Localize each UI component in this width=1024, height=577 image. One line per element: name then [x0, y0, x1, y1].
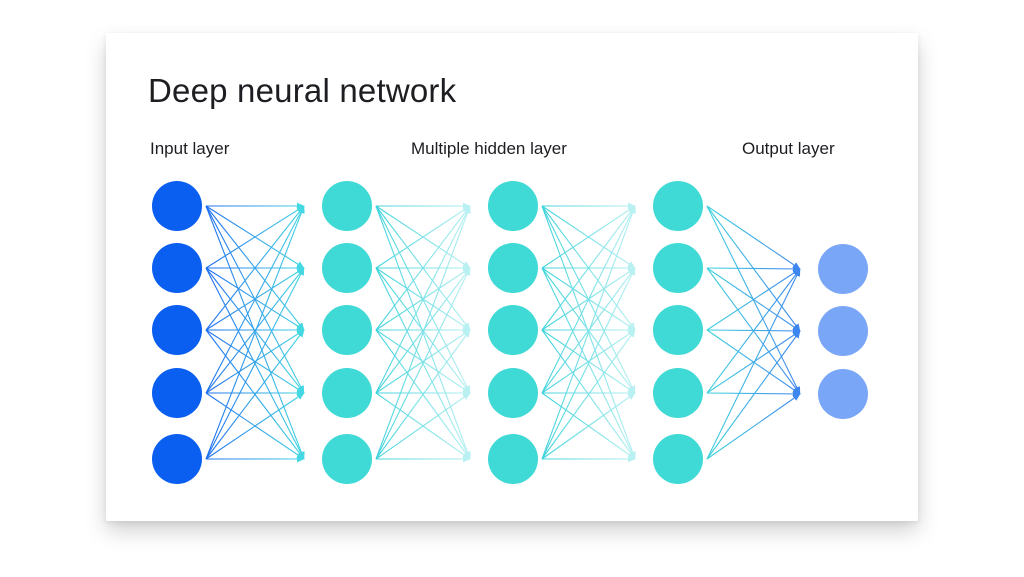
- connection-input-3-to-hidden-1-0: [205, 205, 305, 394]
- connection-hidden-1-2-to-hidden-2-0: [375, 205, 471, 331]
- input-node-1: [152, 181, 202, 231]
- hidden-1-node-4: [322, 368, 372, 418]
- connection-hidden-3-3-to-output-1: [706, 330, 801, 394]
- output-node-3: [818, 369, 868, 419]
- input-node-2: [152, 243, 202, 293]
- hidden-layer-label: Multiple hidden layer: [411, 139, 567, 158]
- hidden-2-node-3: [488, 305, 538, 355]
- output-node-1: [818, 244, 868, 294]
- connection-hidden-1-1-to-hidden-2-0: [375, 205, 471, 269]
- neurons: [152, 181, 868, 484]
- connection-input-4-to-hidden-1-3: [205, 392, 305, 460]
- hidden-2-node-4: [488, 368, 538, 418]
- hidden-1-node-3: [322, 305, 372, 355]
- connection-input-2-to-hidden-1-0: [205, 205, 305, 331]
- connection-input-4-to-hidden-1-2: [205, 329, 305, 460]
- connection-hidden-2-3-to-hidden-3-1: [541, 267, 636, 394]
- connections: [205, 202, 801, 463]
- connection-hidden-2-2-to-hidden-3-0: [541, 205, 636, 331]
- hidden-1-node-5: [322, 434, 372, 484]
- connection-hidden-1-3-to-hidden-2-2: [375, 329, 471, 394]
- input-node-3: [152, 305, 202, 355]
- hidden-3-node-3: [653, 305, 703, 355]
- connection-input-3-to-hidden-1-2: [205, 329, 305, 394]
- connection-input-4-to-hidden-1-1: [205, 267, 305, 460]
- connection-hidden-3-4-to-output-1: [706, 330, 801, 460]
- connection-hidden-1-3-to-hidden-2-0: [375, 205, 471, 394]
- hidden-3-node-5: [653, 434, 703, 484]
- connection-hidden-3-1-to-output-0: [706, 265, 801, 273]
- connection-hidden-1-4-to-hidden-2-1: [375, 267, 471, 460]
- hidden-1-node-1: [322, 181, 372, 231]
- connection-hidden-1-4-to-hidden-2-0: [375, 205, 471, 460]
- output-node-2: [818, 306, 868, 356]
- connection-hidden-3-4-to-output-0: [706, 268, 801, 460]
- hidden-2-node-2: [488, 243, 538, 293]
- connection-hidden-2-4-to-hidden-3-1: [541, 267, 636, 460]
- connection-input-3-to-hidden-1-1: [205, 267, 305, 394]
- hidden-3-node-1: [653, 181, 703, 231]
- connection-hidden-2-1-to-hidden-3-0: [541, 205, 636, 269]
- input-node-5: [152, 434, 202, 484]
- hidden-2-node-5: [488, 434, 538, 484]
- connection-hidden-3-2-to-output-0: [706, 268, 801, 331]
- output-layer-label: Output layer: [742, 139, 835, 158]
- connection-hidden-2-3-to-hidden-3-0: [541, 205, 636, 394]
- connection-hidden-2-4-to-hidden-3-2: [541, 329, 636, 460]
- hidden-3-node-4: [653, 368, 703, 418]
- connection-hidden-2-4-to-hidden-3-3: [541, 392, 636, 460]
- hidden-2-node-1: [488, 181, 538, 231]
- connection-hidden-3-3-to-output-2: [706, 390, 801, 398]
- diagram-title: Deep neural network: [148, 72, 457, 109]
- connection-hidden-3-4-to-output-2: [706, 393, 801, 460]
- connection-input-1-to-hidden-1-0: [205, 205, 305, 269]
- connection-input-4-to-hidden-1-0: [205, 205, 305, 460]
- connection-hidden-3-0-to-output-0: [706, 205, 801, 270]
- connection-hidden-1-3-to-hidden-2-1: [375, 267, 471, 394]
- input-layer-label: Input layer: [150, 139, 230, 158]
- connection-hidden-1-4-to-hidden-2-2: [375, 329, 471, 460]
- hidden-1-node-2: [322, 243, 372, 293]
- connection-hidden-2-4-to-hidden-3-0: [541, 205, 636, 460]
- connection-hidden-1-4-to-hidden-2-3: [375, 392, 471, 460]
- hidden-3-node-2: [653, 243, 703, 293]
- input-node-4: [152, 368, 202, 418]
- connection-hidden-3-3-to-output-0: [706, 268, 801, 394]
- connection-hidden-2-3-to-hidden-3-2: [541, 329, 636, 394]
